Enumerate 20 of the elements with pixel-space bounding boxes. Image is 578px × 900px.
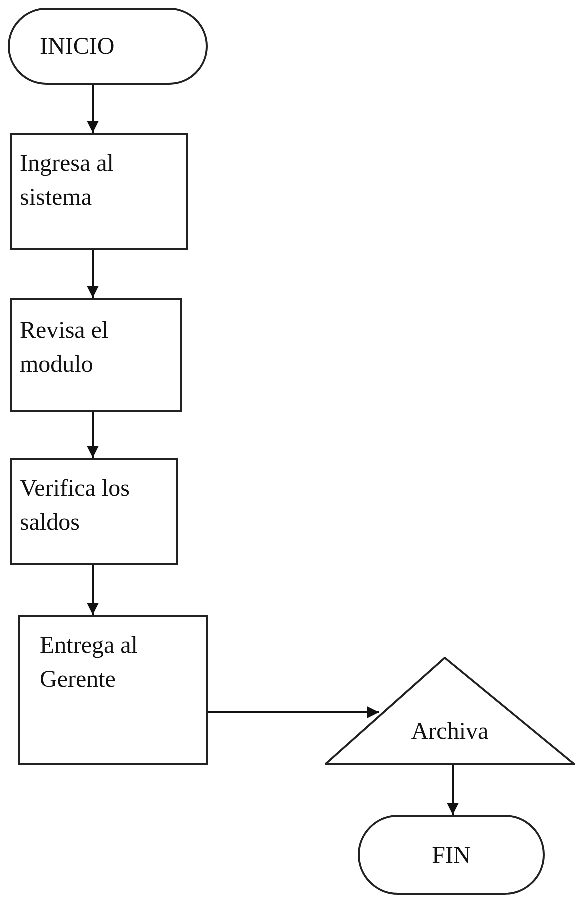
arrow: [87, 250, 99, 298]
process-box: [10, 133, 188, 250]
arrow: [447, 765, 459, 815]
terminal-shape: [8, 8, 208, 85]
merge-triangle: [325, 657, 575, 765]
process-box: [18, 615, 208, 765]
process-box: [10, 458, 178, 565]
node-label: INICIO: [40, 33, 116, 62]
node-label: Ingresa al sistema: [20, 150, 115, 213]
arrow: [87, 85, 99, 133]
arrow: [208, 706, 380, 718]
terminal-shape: [358, 815, 545, 895]
node-label: FIN: [431, 842, 472, 871]
arrow: [87, 412, 99, 458]
node-label: Revisa el modulo: [20, 317, 110, 380]
arrow: [87, 565, 99, 615]
process-box: [10, 298, 182, 412]
node-label: Entrega al Gerente: [40, 632, 139, 695]
node-label: Verifica los saldos: [20, 475, 131, 538]
node-label: Archiva: [410, 718, 490, 747]
